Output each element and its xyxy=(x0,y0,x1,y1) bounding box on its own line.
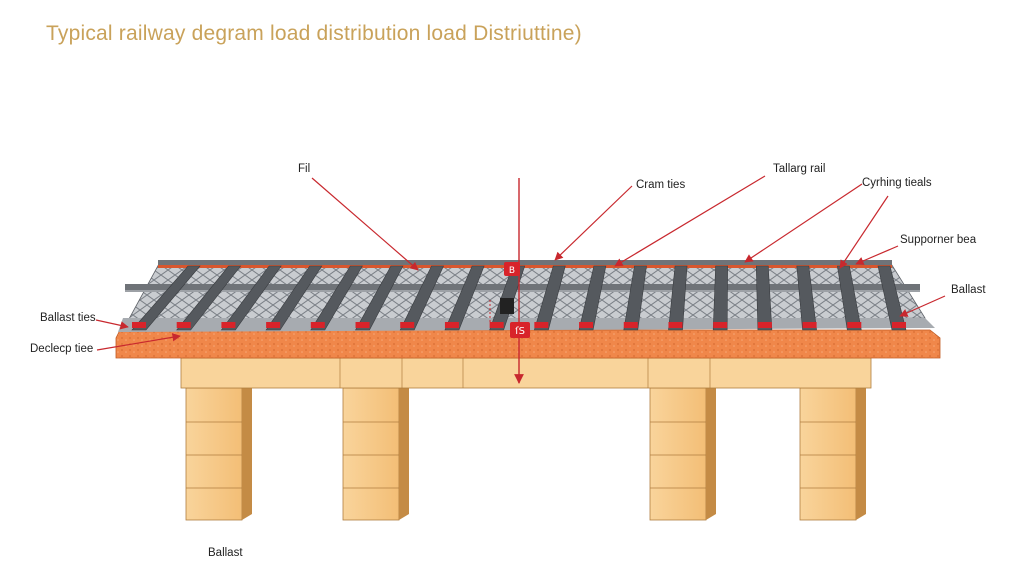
load-markers: B ſS xyxy=(489,262,530,338)
pier-1 xyxy=(185,382,252,521)
tie xyxy=(668,265,688,331)
tie-end-marker xyxy=(579,322,594,328)
track-structure xyxy=(118,260,935,332)
tie-end-marker xyxy=(444,322,459,328)
support-beam xyxy=(180,357,872,389)
pier-2 xyxy=(342,382,409,521)
tie xyxy=(712,265,728,331)
tie-end-marker xyxy=(489,322,504,328)
support-piers xyxy=(185,382,866,521)
tie xyxy=(755,265,773,331)
tie xyxy=(796,265,817,331)
tie xyxy=(444,265,485,331)
marker-bottom xyxy=(510,322,530,338)
pier-4 xyxy=(799,382,866,521)
callout-arrows xyxy=(95,175,946,384)
tie-end-marker xyxy=(132,322,146,328)
label-ballast-right: Ballast xyxy=(951,284,986,296)
tie xyxy=(220,265,282,331)
label-supporner-bea: Supporner bea xyxy=(900,234,977,246)
tie-end-marker xyxy=(400,322,415,328)
tie-end-marker xyxy=(668,322,683,328)
tie-end-marker xyxy=(221,322,236,328)
label-tallarg-rail: Tallarg rail xyxy=(773,163,826,175)
center-block xyxy=(500,298,514,314)
tie xyxy=(131,265,201,331)
label-ballast-ties: Ballast ties xyxy=(40,312,96,324)
label-cram-ties: Cram ties xyxy=(636,179,686,191)
tie xyxy=(355,265,404,331)
tie xyxy=(533,265,566,331)
tie-end-marker xyxy=(623,322,638,328)
marker-top xyxy=(504,262,520,276)
pier-3 xyxy=(649,382,716,521)
label-declecp-tiee: Declecp tiee xyxy=(30,343,94,355)
tie xyxy=(623,265,647,331)
tie-end-marker xyxy=(355,322,370,328)
tie-end-marker xyxy=(892,322,906,328)
marker-top-text: B xyxy=(509,266,515,276)
label-ballast-bottom: Ballast xyxy=(208,547,243,559)
tie-end-marker xyxy=(534,322,549,328)
tie xyxy=(310,265,363,331)
tie-end-marker xyxy=(802,322,817,328)
ties xyxy=(131,265,907,331)
tie xyxy=(265,265,323,331)
rail-back xyxy=(158,260,892,265)
tie-end-marker xyxy=(176,322,191,328)
label-cyrhing-tieals: Cyrhing tieals xyxy=(862,177,932,189)
rail-front xyxy=(125,284,920,290)
tie-end-marker xyxy=(847,322,862,328)
tie-end-marker xyxy=(266,322,281,328)
label-fil: Fil xyxy=(298,163,311,175)
ballast-bed xyxy=(115,329,941,359)
tie-end-marker xyxy=(310,322,325,328)
tie-end-marker xyxy=(757,322,772,328)
tie xyxy=(176,265,242,331)
tie-end-marker xyxy=(713,322,728,328)
marker-bottom-text: ſS xyxy=(515,326,525,337)
tie xyxy=(578,265,607,331)
tie xyxy=(399,265,444,331)
diagram-title: Typical railway degram load distribution… xyxy=(46,22,582,45)
tie xyxy=(877,265,907,331)
